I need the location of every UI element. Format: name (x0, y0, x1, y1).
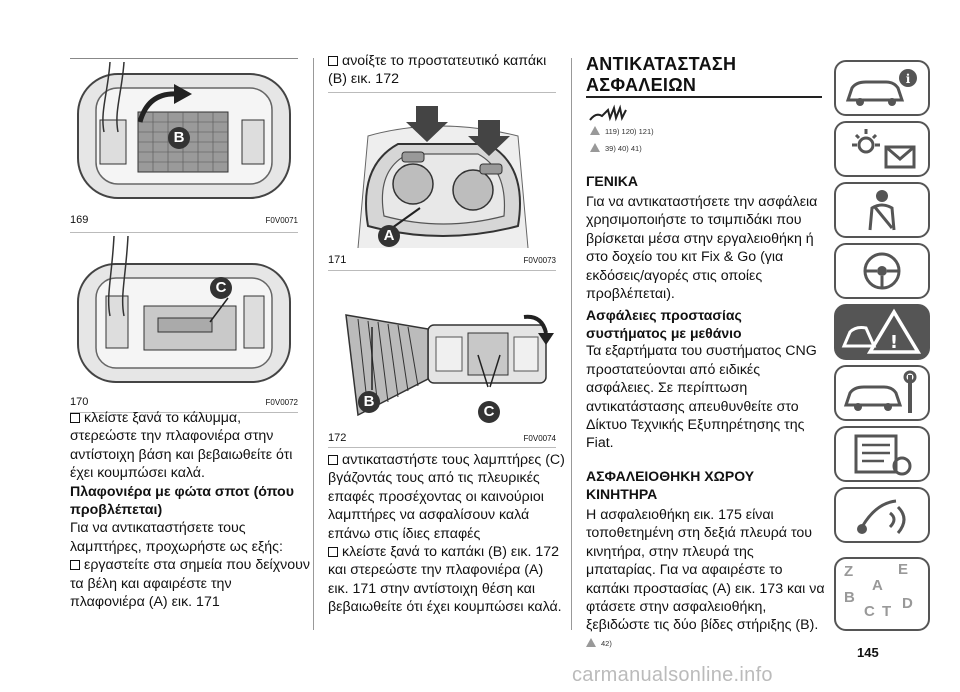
warning-ref-1: 119) 120) 121) (590, 126, 654, 136)
hand-caution-icon (589, 104, 627, 122)
figure-169-label-b: B (168, 127, 190, 149)
svg-text:i: i (906, 72, 911, 86)
column-3-text: ΓΕΝΙΚΑ Για να αντικαταστήσετε την ασφάλε… (586, 160, 826, 650)
tab-safety[interactable] (834, 182, 930, 238)
warning-ref-2: 39) 40) 41) (590, 143, 642, 153)
index-letter-z: Z (844, 563, 854, 580)
figure-code: F0V0073 (523, 256, 556, 265)
tab-driving[interactable] (834, 243, 930, 299)
warning-ref-3: 42) (586, 637, 826, 650)
paragraph: Τα εξαρτήματα του συστήματος CNG προστατ… (586, 343, 817, 452)
figure-rule (70, 232, 298, 233)
figure-171-label-a: A (378, 225, 400, 247)
section-title: ΑΝΤΙΚΑΤΑΣΤΑΣΗ ΑΣΦΑΛΕΙΩΝ (586, 54, 737, 95)
column-divider (571, 58, 572, 630)
figure-170-label-c: C (210, 277, 232, 299)
column-2-intro: ανοίξτε το προστατευτικό καπάκι (B) εικ.… (328, 52, 564, 89)
data-sheet-icon (854, 434, 912, 476)
column-2-text: αντικαταστήστε τους λαμπτήρες (C) βγάζον… (328, 451, 566, 617)
warning-triangle-icon (590, 126, 600, 135)
figure-number: 172 (328, 432, 347, 444)
index-letter-a: A (872, 577, 883, 594)
watermark: carmanualsonline.info (572, 664, 773, 686)
tab-index[interactable]: Z E A B C T D (834, 557, 930, 631)
checkbox-bullet-icon (70, 413, 80, 423)
paragraph: Η ασφαλειοθήκη εικ. 175 είναι τοποθετημέ… (586, 506, 825, 634)
car-info-icon: i (845, 69, 917, 106)
tab-dashboard-info[interactable]: i (834, 60, 930, 116)
section-heading: ΑΣΦΑΛΕΙΟΘΗΚΗ ΧΩΡΟΥ ΚΙΝΗΤΗΡΑ (586, 467, 755, 502)
list-item: κλείστε ξανά το κάλυμμα, στερεώστε την π… (70, 410, 293, 482)
checkbox-bullet-icon (70, 560, 80, 571)
svg-text:!: ! (890, 332, 898, 353)
figure-rule (328, 447, 556, 448)
section-heading: ΓΕΝΙΚΑ (586, 173, 638, 189)
warning-hand-icon (586, 637, 596, 647)
figure-number: 171 (328, 254, 347, 266)
index-letter-t: T (882, 603, 892, 620)
list-item: κλείστε ξανά το καπάκι (B) εικ. 172 και … (328, 544, 562, 616)
figure-rule (328, 270, 556, 271)
paragraph: Για να αντικαταστήσετε τους λαμπτήρες, π… (70, 520, 283, 555)
list-item: ανοίξτε το προστατευτικό καπάκι (B) εικ.… (328, 53, 547, 88)
figure-code: F0V0071 (265, 216, 298, 225)
column-divider (313, 58, 314, 630)
tab-emergency[interactable]: ! (834, 304, 930, 360)
checkbox-bullet-icon (328, 56, 338, 66)
figure-171-caption: 171 F0V0073 (328, 254, 556, 266)
figure-number: 169 (70, 214, 89, 226)
figure-169-caption: 169 F0V0071 (70, 214, 298, 226)
figure-rule (70, 412, 298, 413)
figure-172-caption: 172 F0V0074 (328, 432, 556, 444)
light-envelope-icon (852, 129, 916, 169)
column-1-text: κλείστε ξανά το κάλυμμα, στερεώστε την π… (70, 409, 310, 611)
figure-170-caption: 170 F0V0072 (70, 396, 298, 408)
index-letter-c: C (864, 603, 875, 620)
warning-hand-icon (590, 143, 600, 152)
seatbelt-icon (868, 190, 896, 231)
list-item: αντικαταστήστε τους λαμπτήρες (C) βγάζον… (328, 452, 565, 542)
index-letter-e: E (898, 561, 909, 578)
tab-lights-messages[interactable] (834, 121, 930, 177)
car-wrench-icon (843, 370, 917, 413)
index-letter-b: B (844, 589, 855, 606)
section-heading: Πλαφονιέρα με φώτα σποτ (όπου προβλέπετα… (70, 483, 294, 519)
figure-number: 170 (70, 396, 89, 408)
checkbox-bullet-icon (328, 455, 338, 465)
figure-172-label-b: B (358, 391, 380, 413)
list-item: εργαστείτε στα σημεία που δείχνουν τα βέ… (70, 557, 310, 611)
steering-wheel-icon (863, 252, 901, 290)
figure-170-image (70, 236, 298, 388)
title-underline (586, 96, 822, 98)
figure-code: F0V0072 (265, 398, 298, 407)
figure-code: F0V0074 (523, 434, 556, 443)
section-heading: Ασφάλειες προστασίας συστήματος με μεθάν… (586, 307, 742, 342)
emergency-warning-icon: ! (841, 308, 922, 354)
tab-multimedia[interactable] (834, 487, 930, 543)
figure-rule (328, 92, 556, 93)
multimedia-icon (857, 499, 906, 534)
figure-171-image (328, 96, 556, 248)
page-number: 145 (857, 645, 879, 660)
tab-technical-data[interactable] (834, 426, 930, 482)
checkbox-bullet-icon (328, 547, 338, 558)
figure-172-label-c: C (478, 401, 500, 423)
figure-top-rule (70, 58, 298, 59)
index-letter-d: D (902, 595, 913, 612)
tab-maintenance[interactable] (834, 365, 930, 421)
paragraph: Για να αντικαταστήσετε την ασφάλεια χρησ… (586, 194, 818, 303)
